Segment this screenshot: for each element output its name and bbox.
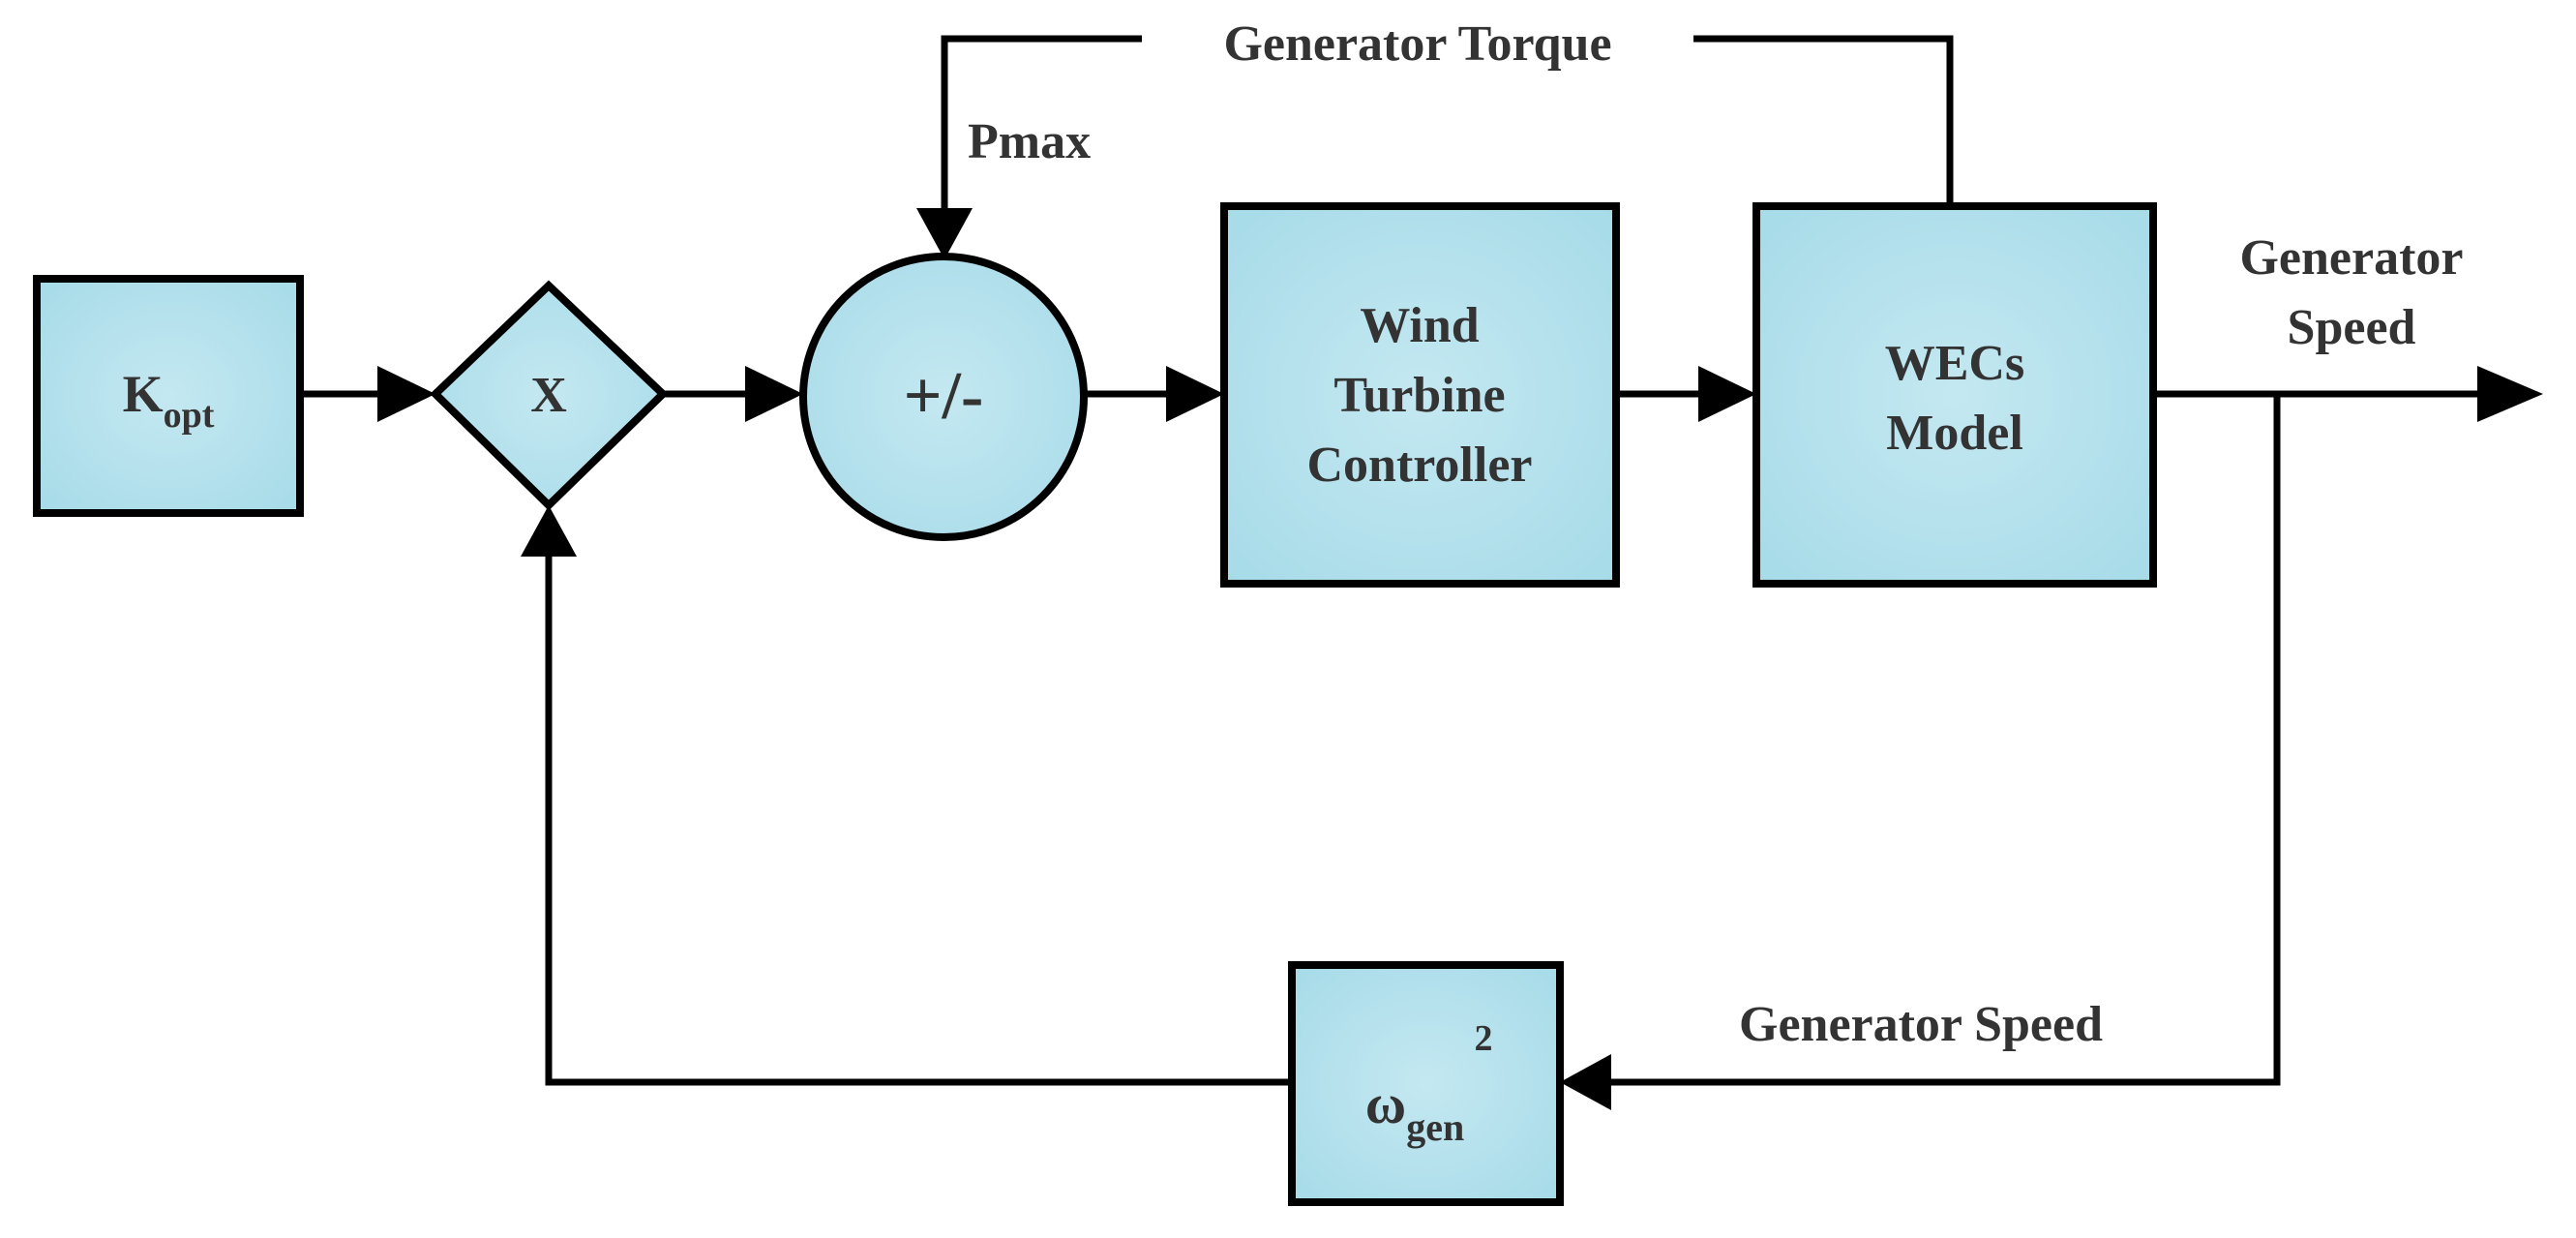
arrowhead-pmax-input xyxy=(916,208,973,259)
controller-label-line2: Turbine xyxy=(1333,368,1505,423)
arrowhead-summer-input xyxy=(745,366,803,422)
summer-label: +/- xyxy=(904,359,984,434)
wire-torque-feedback-left xyxy=(941,35,1142,213)
arrowhead-wecs-input xyxy=(1698,366,1756,422)
arrowhead-omega-input xyxy=(1560,1054,1611,1110)
wecs-label-line1: WECs xyxy=(1885,336,2024,391)
omega-main: ω xyxy=(1365,1072,1406,1135)
pmax-label: Pmax xyxy=(968,114,1091,169)
arrowhead-multiplier-input xyxy=(377,366,435,422)
wind-turbine-controller-block xyxy=(1220,202,1620,588)
omega-label: ωgen xyxy=(1365,1072,1464,1149)
omega-subscript: gen xyxy=(1406,1105,1464,1149)
wecs-model-block xyxy=(1752,202,2157,588)
wecs-label-line2: Model xyxy=(1886,406,2023,461)
multiplier-label: X xyxy=(530,368,567,423)
arrowhead-controller-input xyxy=(1166,366,1224,422)
controller-label-line3: Controller xyxy=(1307,438,1533,493)
kopt-block xyxy=(33,275,304,517)
generator-speed-feedback-label: Generator Speed xyxy=(1739,997,2103,1052)
multiplier-block xyxy=(430,280,669,511)
kopt-subscript: opt xyxy=(164,395,215,436)
wire-speed-feedback xyxy=(1611,394,2281,1086)
omega-gen-squared-block xyxy=(1288,961,1564,1206)
controller-label-line1: Wind xyxy=(1360,298,1479,353)
arrowhead-multiplier-bottom-input xyxy=(521,505,577,557)
kopt-main: K xyxy=(123,365,164,423)
generator-speed-output-label-line1: Generator xyxy=(2239,230,2463,286)
arrowhead-speed-output xyxy=(2477,366,2543,422)
generator-torque-label: Generator Torque xyxy=(1223,16,1611,72)
generator-speed-output-label-line2: Speed xyxy=(2288,300,2416,355)
kopt-label: Kopt xyxy=(123,365,215,436)
summer-block xyxy=(799,253,1088,541)
wire-torque-feedback xyxy=(1693,35,1954,206)
wire-omega-to-multiplier xyxy=(545,552,1292,1086)
omega-sup-label: 2 xyxy=(1475,1018,1493,1059)
